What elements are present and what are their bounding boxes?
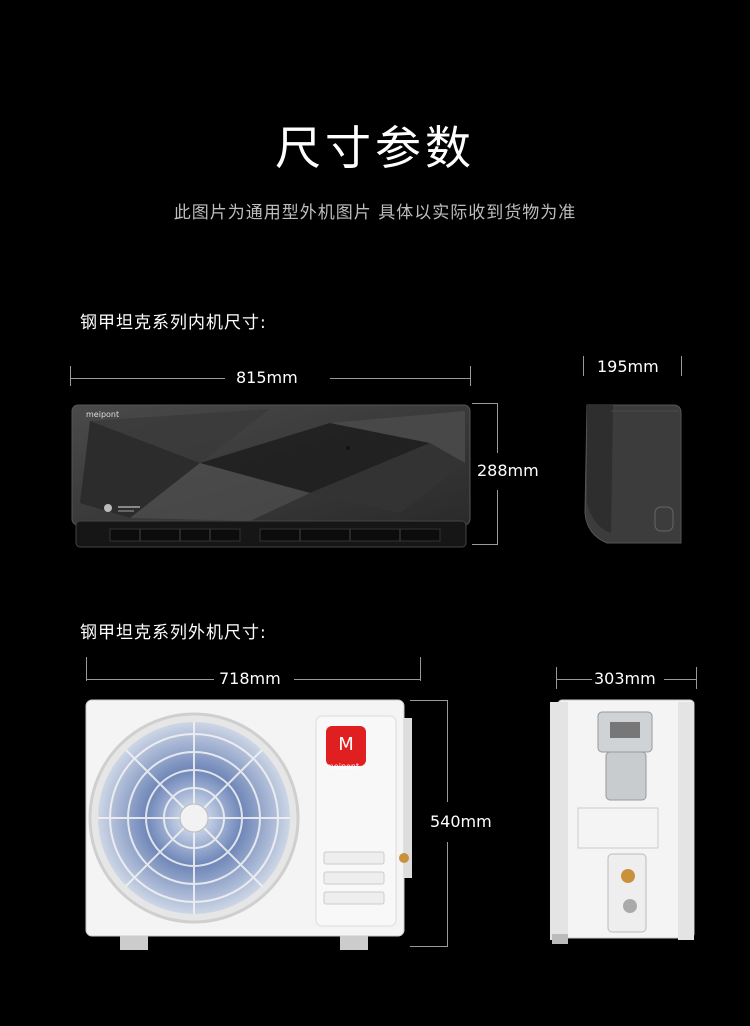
outdoor-unit-front: M <box>85 699 412 950</box>
page-title: 尺寸参数 <box>275 121 475 175</box>
indoor-section-label: 钢甲坦克系列内机尺寸: <box>80 313 267 333</box>
indoor-height-tick-bottom <box>472 544 498 545</box>
outdoor-width-line-right <box>294 679 420 680</box>
outdoor-depth-label: 303mm <box>594 669 656 688</box>
indoor-height-line-top <box>497 403 498 453</box>
outdoor-depth-line-right <box>664 679 696 680</box>
outdoor-unit-side <box>550 699 695 944</box>
indoor-brand-logo: meipont <box>86 410 120 419</box>
outdoor-brand-logo: meipont <box>326 762 360 771</box>
outdoor-width-tick-left <box>86 657 87 681</box>
indoor-unit-side <box>584 404 682 544</box>
indoor-width-label: 815mm <box>236 368 298 387</box>
indoor-depth-tick-right <box>681 356 682 376</box>
outdoor-depth-tick-right <box>696 667 697 689</box>
indoor-width-tick-right <box>470 366 471 386</box>
indoor-unit-front <box>71 404 471 548</box>
indoor-height-label: 288mm <box>477 461 539 480</box>
outdoor-depth-line-left <box>556 679 592 680</box>
indoor-width-tick-left <box>70 366 71 386</box>
indoor-height-tick-top <box>472 403 498 404</box>
outdoor-depth-tick-left <box>556 667 557 689</box>
outdoor-height-label: 540mm <box>430 812 492 831</box>
outdoor-width-label: 718mm <box>219 669 281 688</box>
outdoor-width-line-left <box>86 679 214 680</box>
indoor-depth-label: 195mm <box>597 357 659 376</box>
outdoor-width-tick-right <box>420 657 421 681</box>
page-subtitle: 此图片为通用型外机图片 具体以实际收到货物为准 <box>173 203 577 223</box>
outdoor-height-line-top <box>447 700 448 802</box>
outdoor-height-tick-bottom <box>410 946 448 947</box>
indoor-width-line-right <box>330 378 470 379</box>
outdoor-height-tick-top <box>410 700 448 701</box>
indoor-height-line-bottom <box>497 490 498 544</box>
outdoor-section-label: 钢甲坦克系列外机尺寸: <box>80 623 267 643</box>
svg-text:M: M <box>338 734 354 755</box>
indoor-width-line-left <box>70 378 225 379</box>
outdoor-height-line-bottom <box>447 842 448 946</box>
indoor-depth-tick-left <box>583 356 584 376</box>
